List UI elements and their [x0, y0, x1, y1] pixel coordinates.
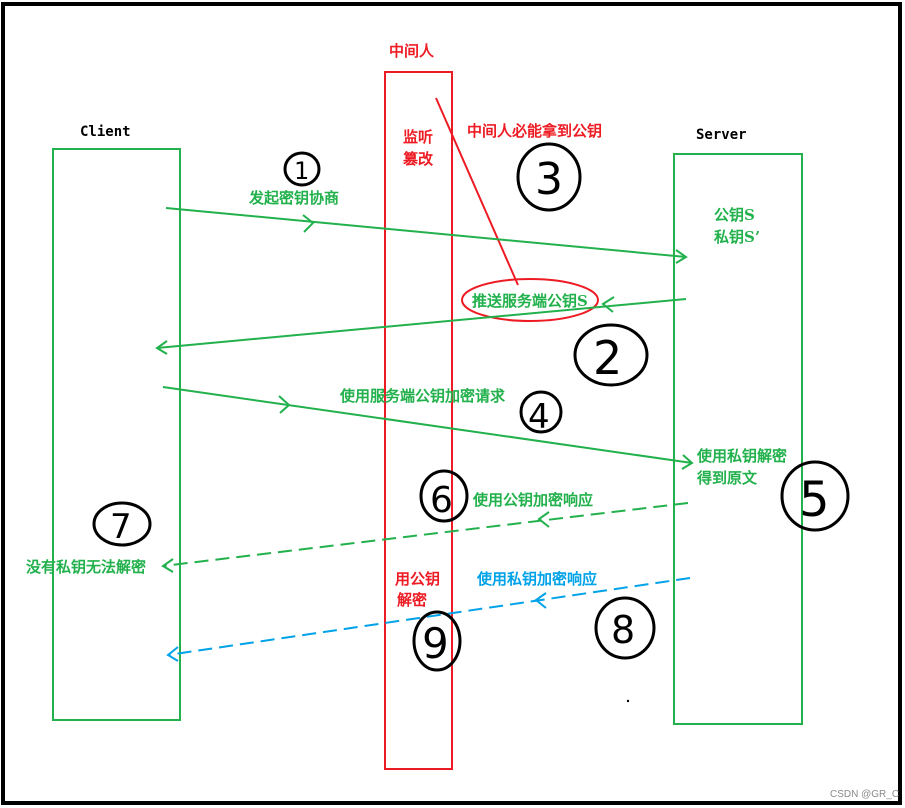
arrowhead-key-negotiation-mid: [302, 214, 315, 233]
step-5-label: 5: [799, 472, 830, 528]
msg-private-key-response: 使用私钥加密响应: [476, 570, 597, 588]
step-2-marker: 2: [573, 323, 649, 387]
step-3-label: 3: [535, 154, 563, 205]
server-private-key-label: 私钥S’: [713, 228, 760, 246]
msg-client-cannot-decrypt: 没有私钥无法解密: [26, 558, 146, 576]
client-label: Client: [80, 124, 131, 140]
middleman-lifeline-box: [384, 71, 453, 770]
arrowhead-encrypted-request-mid: [278, 395, 291, 414]
msg-server-decrypt-line1: 使用私钥解密: [696, 447, 787, 465]
step-6-label: 6: [430, 480, 453, 521]
step-7-label: 7: [110, 507, 132, 547]
arrowhead-encrypted-request-end: [681, 454, 694, 470]
middleman-decrypt-line1: 用公钥: [395, 570, 440, 588]
step-3-marker: 3: [516, 142, 582, 212]
step-5-marker: 5: [780, 460, 850, 532]
step-2-label: 2: [593, 331, 622, 385]
arrowhead-push-public-key-end: [155, 340, 168, 355]
public-key-highlight-ellipse: [461, 278, 599, 322]
step-4-label: 4: [528, 397, 550, 437]
step-6-marker: 6: [419, 469, 469, 523]
client-lifeline-box: [52, 148, 181, 721]
watermark: CSDN @GR_C: [830, 789, 899, 800]
step-8-label: 8: [611, 608, 635, 652]
middleman-note: 中间人必能拿到公钥: [467, 122, 602, 140]
middleman-action-line1: 监听: [403, 128, 433, 146]
server-public-key-label: 公钥S: [714, 206, 755, 224]
note-pointer-line: [435, 97, 519, 286]
msg-encrypted-request: 使用服务端公钥加密请求: [339, 387, 506, 405]
arrow-key-negotiation: [165, 207, 687, 258]
arrowhead-key-negotiation-end: [675, 249, 688, 264]
arrow-encrypted-request: [162, 386, 693, 464]
arrow-public-key-response: [162, 502, 689, 567]
middleman-decrypt-line2: 解密: [397, 591, 427, 609]
arrowhead-push-public-key-mid: [601, 296, 615, 313]
middleman-label: 中间人: [389, 42, 435, 60]
msg-public-key-response: 使用公钥加密响应: [472, 491, 593, 509]
arrowhead-public-key-response-mid: [537, 511, 550, 528]
server-lifeline-box: [673, 153, 803, 725]
msg-key-negotiation: 发起密钥协商: [248, 189, 339, 207]
msg-server-decrypt-line2: 得到原文: [696, 469, 758, 487]
msg-push-public-key: 推送服务端公钥S: [472, 292, 588, 310]
step-8-marker: 8: [594, 596, 656, 660]
arrowhead-private-key-response-end: [166, 646, 179, 662]
step-4-marker: 4: [519, 390, 563, 437]
step-9-label: 9: [422, 619, 449, 668]
step-1-marker: 1: [283, 151, 321, 187]
step-7-marker: 7: [92, 501, 152, 547]
arrowhead-public-key-response-end: [161, 558, 174, 573]
server-label: Server: [696, 127, 747, 143]
stray-dot: [626, 699, 630, 703]
step-1-label: 1: [294, 157, 309, 185]
step-9-marker: 9: [412, 610, 462, 672]
arrow-push-public-key: [156, 298, 687, 349]
arrow-private-key-response: [167, 577, 691, 656]
arrowhead-private-key-response-mid: [534, 592, 547, 609]
middleman-action-line2: 篡改: [403, 150, 434, 168]
